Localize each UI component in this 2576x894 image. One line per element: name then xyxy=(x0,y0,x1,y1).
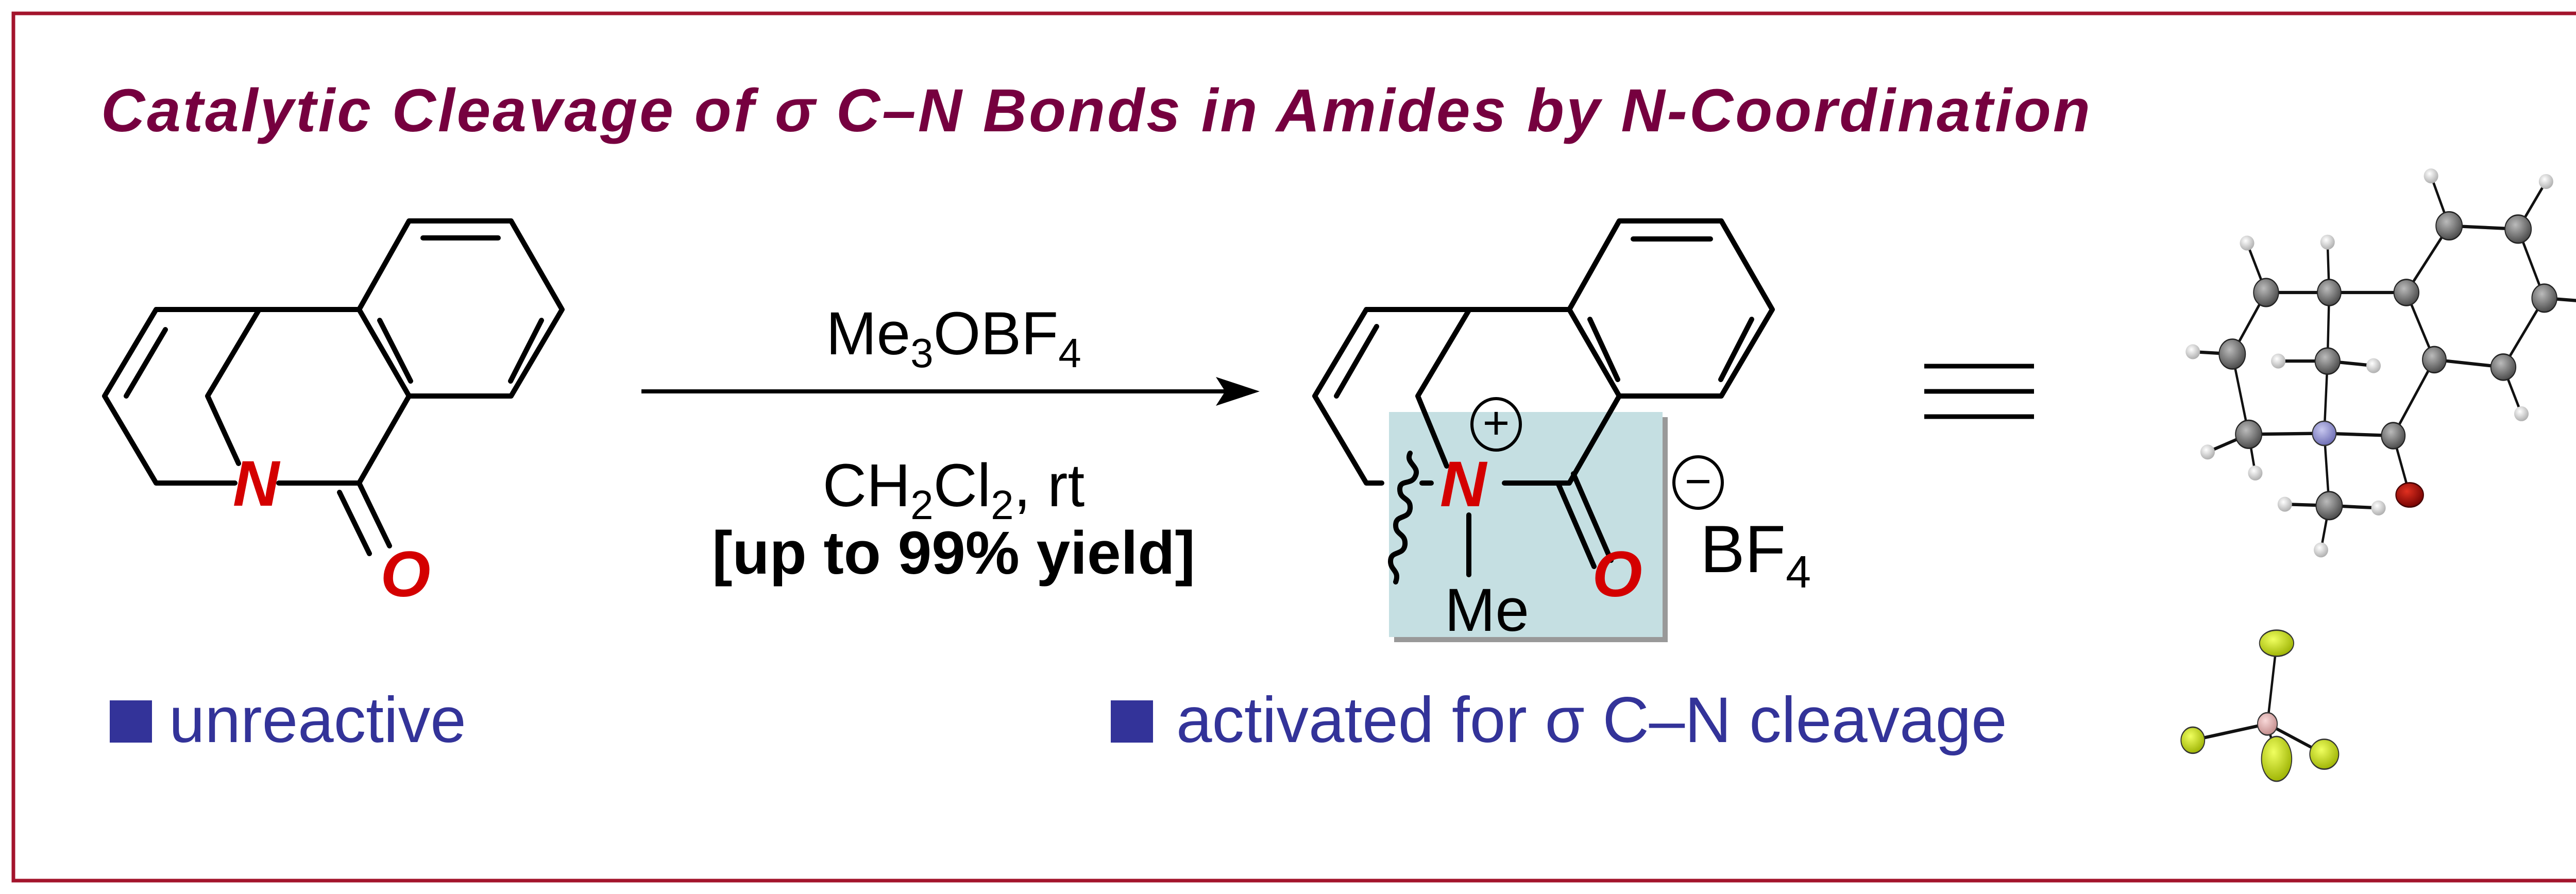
positive-charge-icon xyxy=(1470,397,1522,452)
highlight-box xyxy=(1389,412,1663,637)
reaction-arrow xyxy=(641,377,1260,406)
product-oxygen-label: O xyxy=(1592,539,1642,610)
sm-nitrogen-label: N xyxy=(233,448,281,520)
product-caption: activated for σ C–N cleavage xyxy=(1176,684,2007,756)
crystal-nitrogen-atom xyxy=(2312,420,2337,446)
sm-oxygen-label: O xyxy=(380,539,430,610)
crystal-carbon-atoms xyxy=(2218,211,2557,521)
crystal-bonds xyxy=(2192,175,2576,760)
scheme-title: Catalytic Cleavage of σ C–N Bonds in Ami… xyxy=(101,77,2092,145)
product-nitrogen-label: N xyxy=(1440,449,1488,520)
methyl-label: Me xyxy=(1445,576,1529,644)
wavy-bond-icon xyxy=(1388,451,1419,584)
negative-charge-symbol: − xyxy=(1685,456,1712,507)
yield-label: [up to 99% yield] xyxy=(712,519,1195,587)
bullet-square-icon xyxy=(1111,700,1153,743)
conditions-label: CH2Cl2, rt xyxy=(823,452,1085,528)
sm-caption: unreactive xyxy=(169,684,466,756)
reagent-label: Me3OBF4 xyxy=(826,300,1081,376)
negative-charge-icon xyxy=(1672,455,1724,510)
equivalence-symbol xyxy=(1924,364,2034,419)
product-structure: N O Me + − BF4 xyxy=(1312,218,1811,644)
frame-border xyxy=(11,11,2576,883)
crystal-hydrogen-atoms xyxy=(2185,168,2553,558)
crystal-structure-image xyxy=(2180,168,2576,782)
crystal-oxygen-atom xyxy=(2395,482,2424,508)
starting-material-structure: N O xyxy=(102,218,565,610)
bullet-square-icon xyxy=(110,700,152,743)
crystal-bf4-anion xyxy=(2180,629,2340,782)
positive-charge-symbol: + xyxy=(1483,398,1510,449)
counterion-label: BF4 xyxy=(1700,511,1811,597)
